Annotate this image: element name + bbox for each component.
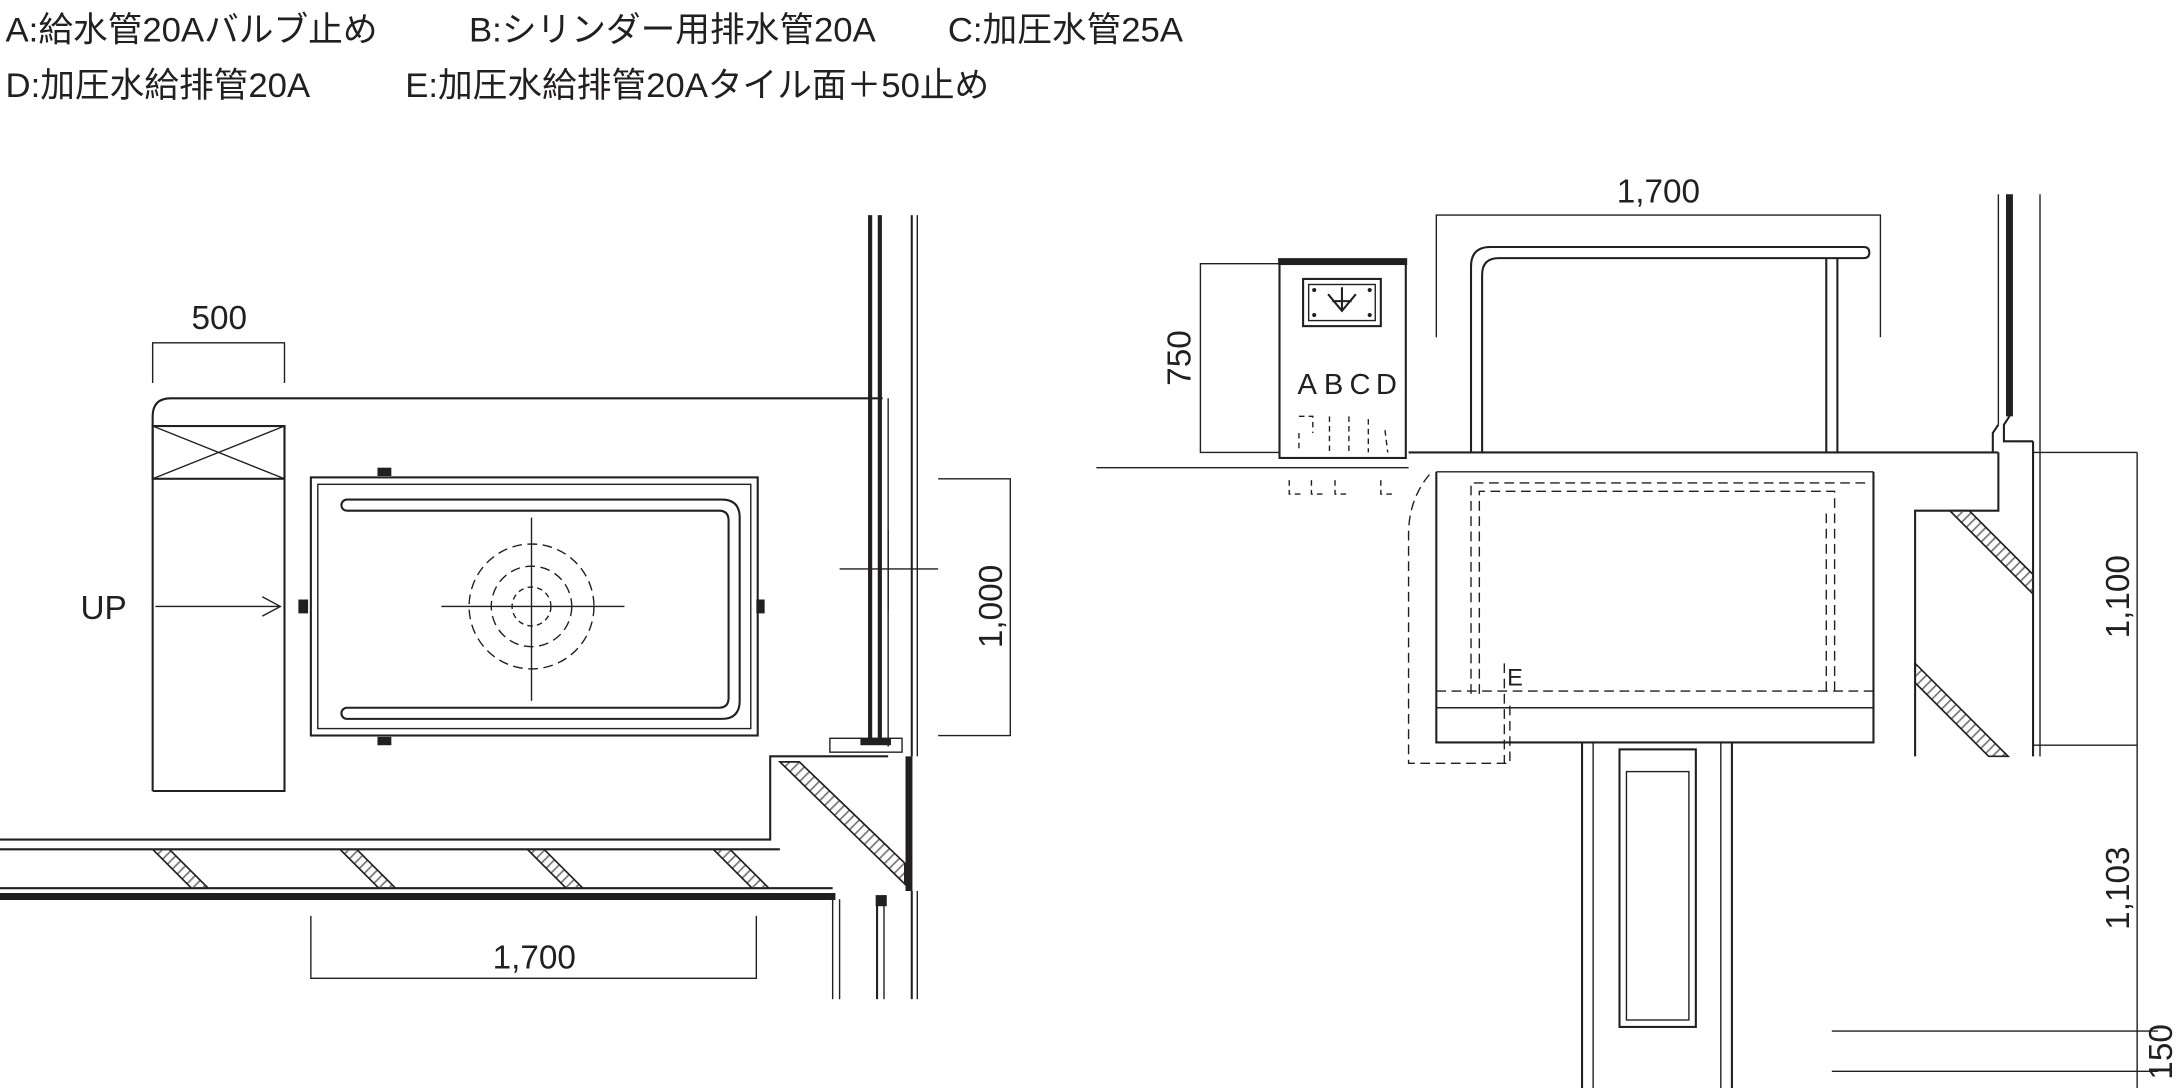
- wall-fixture-bar: [860, 738, 891, 746]
- hatch-block: [711, 848, 771, 889]
- hatch-slope: [1947, 509, 2034, 596]
- section-floor: [1096, 451, 1999, 495]
- dimension-label: 1,700: [493, 940, 576, 977]
- display-dot: [1312, 287, 1317, 293]
- column-outline: [152, 426, 286, 793]
- legend-item-c: C:加圧水管25A: [948, 11, 1184, 50]
- display-dot: [1367, 312, 1372, 318]
- panel-label-b: B: [1324, 369, 1343, 401]
- dimension-label-1100: 1,100: [2100, 555, 2137, 638]
- dimension-section-top: 1,700: [1435, 174, 1882, 338]
- control-panel: A B C D: [1278, 258, 1408, 459]
- legend-item-e: E:加圧水給排管20Aタイル面＋50止め: [405, 66, 989, 105]
- panel-pipe-marks: [1298, 415, 1389, 453]
- hatch-slope: [1914, 661, 2011, 758]
- plan-floor-slab: [0, 755, 918, 1000]
- dimension-line: [938, 478, 1011, 737]
- hatch-block: [337, 848, 398, 889]
- column-box: [151, 425, 286, 480]
- dimension-line: [1435, 214, 1882, 338]
- cross-mark: [152, 425, 285, 480]
- tub-tab-top: [377, 467, 392, 476]
- legend-item-d: D:加圧水給排管20A: [6, 66, 311, 105]
- plan-view: 500 UP: [0, 215, 1011, 1000]
- panel-label-c: C: [1349, 369, 1370, 401]
- dimension-label: 1,700: [1617, 174, 1700, 211]
- hatch-block: [150, 848, 211, 889]
- dimension-label: 1,000: [973, 565, 1010, 648]
- legend-item-b: B:シリンダー用排水管20A: [469, 11, 877, 50]
- tub-rim-profile: [1469, 245, 1871, 453]
- tub-pedestal: [1581, 742, 1733, 1088]
- hatch-slope: [777, 761, 906, 886]
- hidden-pipe: E: [1407, 474, 1523, 764]
- up-arrow: UP: [80, 590, 282, 627]
- tub-enclosure: [1435, 471, 1875, 744]
- dimension-line: [1199, 262, 1280, 454]
- panel-label-a: A: [1298, 369, 1318, 401]
- legend-item-a: A:給水管20Aバルブ止め: [6, 11, 378, 50]
- legend: A:給水管20Aバルブ止め B:シリンダー用排水管20A C:加圧水管25A D…: [6, 11, 1184, 106]
- tub-rail: [340, 498, 741, 720]
- panel-display-inner: [1307, 283, 1376, 322]
- dimension-line: [310, 915, 758, 980]
- floor-edge: [0, 755, 889, 841]
- tub-inner-rim: [317, 483, 752, 730]
- tub-shell-hidden: [1470, 482, 1867, 694]
- wall-outline: [151, 397, 883, 792]
- tub-tab-bottom: [377, 736, 392, 746]
- dimension-plan-top: 500: [151, 300, 286, 384]
- stair-column: [151, 425, 286, 793]
- panel-top-bar: [1278, 258, 1408, 266]
- section-right-wall: [1914, 194, 2041, 758]
- dimension-plan-bottom: 1,700: [310, 915, 758, 980]
- drain: [441, 517, 625, 701]
- dimension-label: 500: [191, 300, 247, 337]
- wall-step: [1991, 415, 2034, 453]
- dimension-section-right: 1,100 1,103 150: [1831, 451, 2176, 1088]
- dimension-label-1103: 1,103: [2100, 846, 2137, 929]
- display-dot: [1312, 312, 1317, 318]
- hatch-block: [525, 848, 585, 889]
- dimension-panel-height: 750: [1162, 262, 1280, 454]
- dimension-line: [151, 342, 286, 384]
- dimension-label: 750: [1162, 330, 1199, 386]
- up-label: UP: [80, 590, 126, 627]
- pedestal-inner-core: [1625, 770, 1690, 1021]
- bathtub-plan: [298, 467, 765, 746]
- dimension-plan-right: 1,000: [938, 478, 1011, 737]
- wall-joint: [875, 895, 887, 907]
- pipe-e-path: [1407, 474, 1511, 764]
- panel-label-d: D: [1376, 369, 1397, 401]
- tub-tab-left: [298, 599, 309, 614]
- display-arrow-icon: [1327, 287, 1357, 313]
- panel-display: [1302, 277, 1382, 328]
- plan-right-wall: [829, 215, 939, 757]
- section-view: 1,700 750 A B C D: [1096, 174, 2176, 1088]
- pipe-stub-marks: [1288, 480, 1392, 495]
- arrow-head-icon: [261, 596, 282, 617]
- display-dot: [1367, 287, 1372, 293]
- pedestal-inner: [1618, 748, 1697, 1028]
- pipe-label-e: E: [1507, 665, 1523, 691]
- dimension-label-150: 150: [2143, 1024, 2176, 1080]
- tub-tab-right: [756, 599, 765, 614]
